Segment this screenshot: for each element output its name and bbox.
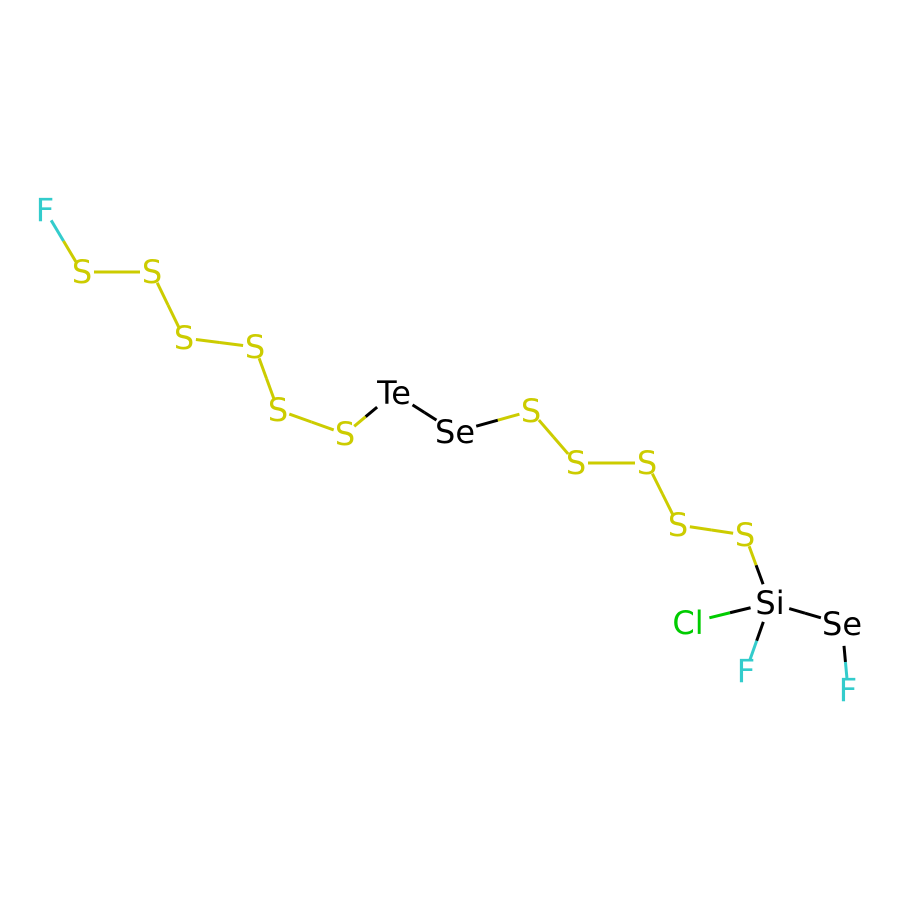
bond-F1-S1 xyxy=(49,219,78,263)
bond-segment xyxy=(537,419,555,438)
bond-segment xyxy=(155,282,170,306)
bond-segment xyxy=(195,338,220,344)
bond-segment xyxy=(411,403,426,414)
bond-segment xyxy=(711,528,734,535)
bond-segment xyxy=(353,415,367,428)
bond-segment xyxy=(49,219,65,242)
atom-f-f3: F xyxy=(839,671,857,709)
bond-segment xyxy=(364,405,379,418)
bond-segment xyxy=(265,377,276,400)
atom-s-s3: S xyxy=(174,319,194,357)
bond-S9-S10 xyxy=(651,473,674,515)
bond-segment xyxy=(257,357,268,380)
bond-S2-S3 xyxy=(155,282,181,328)
atom-se-se1: Se xyxy=(435,413,475,451)
atom-s-s9: S xyxy=(637,444,657,482)
bond-segment xyxy=(689,525,712,532)
bond-segment xyxy=(843,661,849,679)
bond-segment xyxy=(310,420,335,432)
atom-s-s6: S xyxy=(335,415,355,453)
bond-S11-Si1 xyxy=(747,545,765,585)
bond-segment xyxy=(748,640,759,661)
bond-S3-S4 xyxy=(195,338,244,347)
bond-segment xyxy=(754,564,765,585)
atom-s-s7: S xyxy=(521,392,541,430)
bond-layer xyxy=(49,219,849,679)
atom-cl-cl1: Cl xyxy=(672,604,703,642)
atom-te-te1: Te xyxy=(376,374,411,412)
bond-S4-S5 xyxy=(257,357,276,400)
bond-Si1-F2 xyxy=(748,621,765,661)
atom-s-s10: S xyxy=(668,506,688,544)
bond-Se1-S7 xyxy=(475,412,520,428)
bond-segment xyxy=(166,304,181,328)
bond-segment xyxy=(788,607,806,615)
bond-segment xyxy=(423,411,438,422)
atom-f-f2: F xyxy=(737,652,755,690)
bond-segment xyxy=(62,240,78,263)
bond-segment xyxy=(219,341,244,347)
bond-segment xyxy=(497,412,520,422)
bond-segment xyxy=(709,611,731,620)
bond-Si1-Se2 xyxy=(788,607,822,620)
bond-segment xyxy=(729,606,751,615)
bond-segment xyxy=(804,611,822,620)
atom-s-s11: S xyxy=(735,516,755,554)
atom-si-si1: Si xyxy=(755,584,784,622)
atom-s-s8: S xyxy=(566,444,586,482)
bond-segment xyxy=(288,412,313,424)
bond-Si1-Cl1 xyxy=(709,606,751,620)
bond-segment xyxy=(747,545,758,566)
bond-segment xyxy=(651,473,664,495)
bond-segment xyxy=(661,493,674,515)
atom-s-s4: S xyxy=(245,328,265,366)
bond-segment xyxy=(552,436,570,455)
atom-se-se2: Se xyxy=(822,605,862,643)
bond-S5-S6 xyxy=(288,412,335,432)
bond-Te1-Se1 xyxy=(411,403,438,422)
bond-segment xyxy=(475,418,499,428)
atom-f-f1: F xyxy=(36,191,54,229)
bond-S6-Te1 xyxy=(353,405,379,428)
atom-s-s5: S xyxy=(268,391,288,429)
atom-s-s1: S xyxy=(72,253,92,291)
bond-S7-S8 xyxy=(537,419,570,455)
atom-s-s2: S xyxy=(142,253,162,291)
bond-segment xyxy=(755,621,765,642)
bond-segment xyxy=(842,645,847,663)
bond-Se2-F3 xyxy=(842,645,849,679)
bond-S10-S11 xyxy=(689,525,734,535)
